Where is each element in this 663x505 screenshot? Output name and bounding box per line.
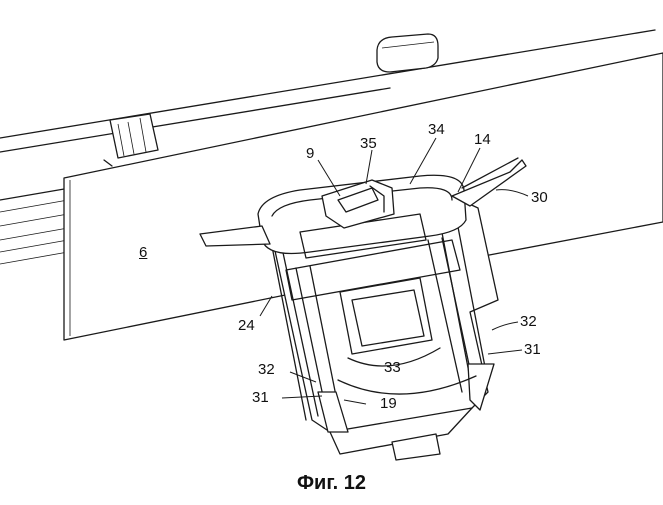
label-24: 24 (238, 318, 255, 333)
label-6: 6 (139, 245, 147, 260)
figure-caption: Фиг. 12 (0, 472, 663, 495)
label-30: 30 (531, 190, 548, 205)
rail-knob (377, 34, 438, 72)
label-31-right: 31 (524, 342, 541, 357)
label-34: 34 (428, 122, 445, 137)
rail-clip (104, 114, 158, 166)
label-9: 9 (306, 146, 314, 161)
label-33: 33 (384, 360, 401, 375)
label-35: 35 (360, 136, 377, 151)
label-19: 19 (380, 396, 397, 411)
label-14: 14 (474, 132, 491, 147)
label-32-left: 32 (258, 362, 275, 377)
label-32-right: 32 (520, 314, 537, 329)
label-31-left: 31 (252, 390, 269, 405)
